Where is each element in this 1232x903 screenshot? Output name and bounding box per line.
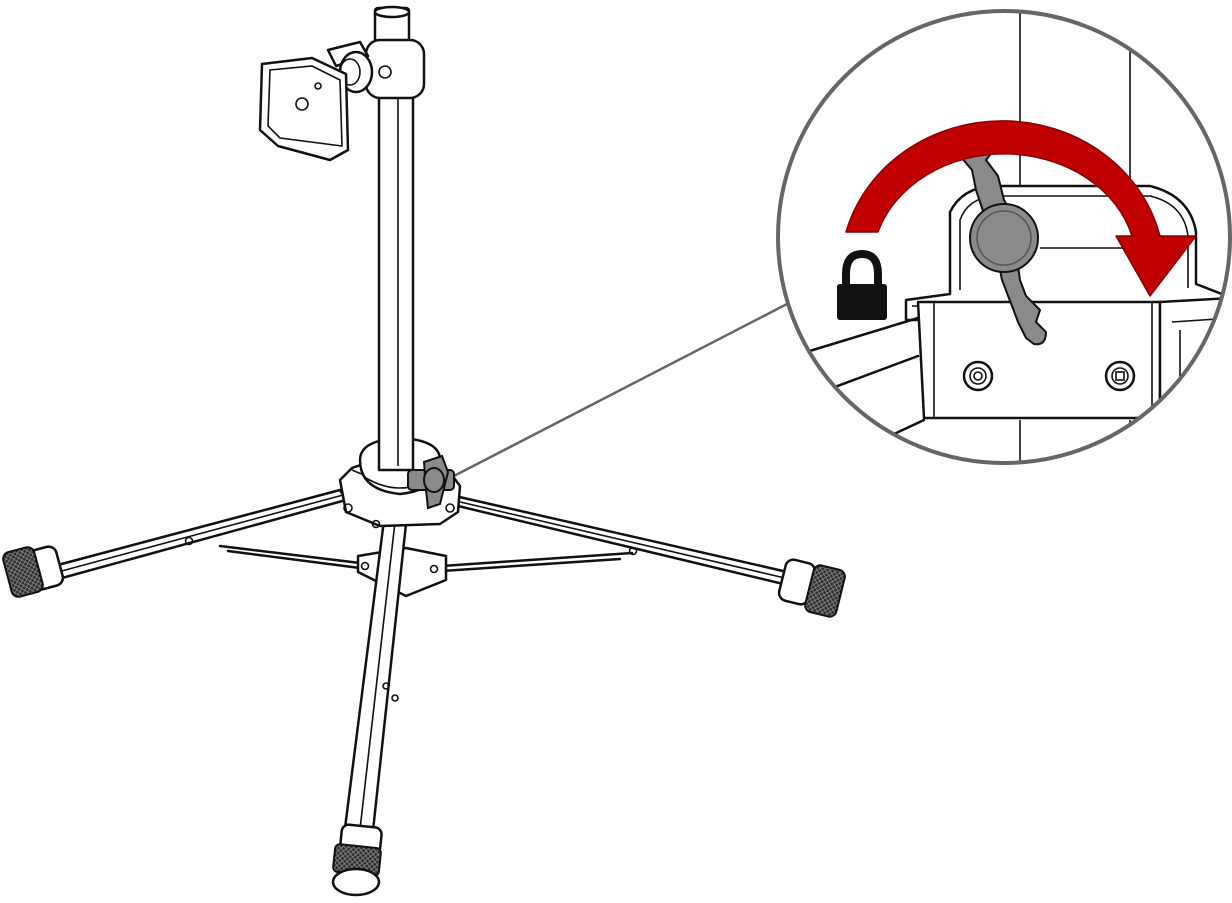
wing-knob-hub	[969, 203, 1039, 273]
flange-screw-right	[1104, 360, 1136, 392]
flange-screw-left	[962, 360, 994, 392]
upright-tube	[377, 88, 415, 472]
callout-ring	[776, 9, 1232, 465]
right-leg-foot	[804, 564, 846, 618]
clockwise-rotation-arrow	[845, 120, 1197, 297]
leg-spreader-bars	[218, 544, 634, 598]
hub-lock-knob	[407, 454, 455, 510]
knob-detail-callout	[776, 9, 1232, 465]
left-leg-foot	[2, 546, 44, 598]
front-leg-foot-cap	[331, 867, 381, 897]
callout-leader-line	[449, 302, 788, 480]
right-leg	[453, 494, 846, 618]
left-leg	[2, 488, 348, 598]
top-clamp-assembly	[258, 5, 426, 162]
lock-icon	[837, 249, 887, 320]
